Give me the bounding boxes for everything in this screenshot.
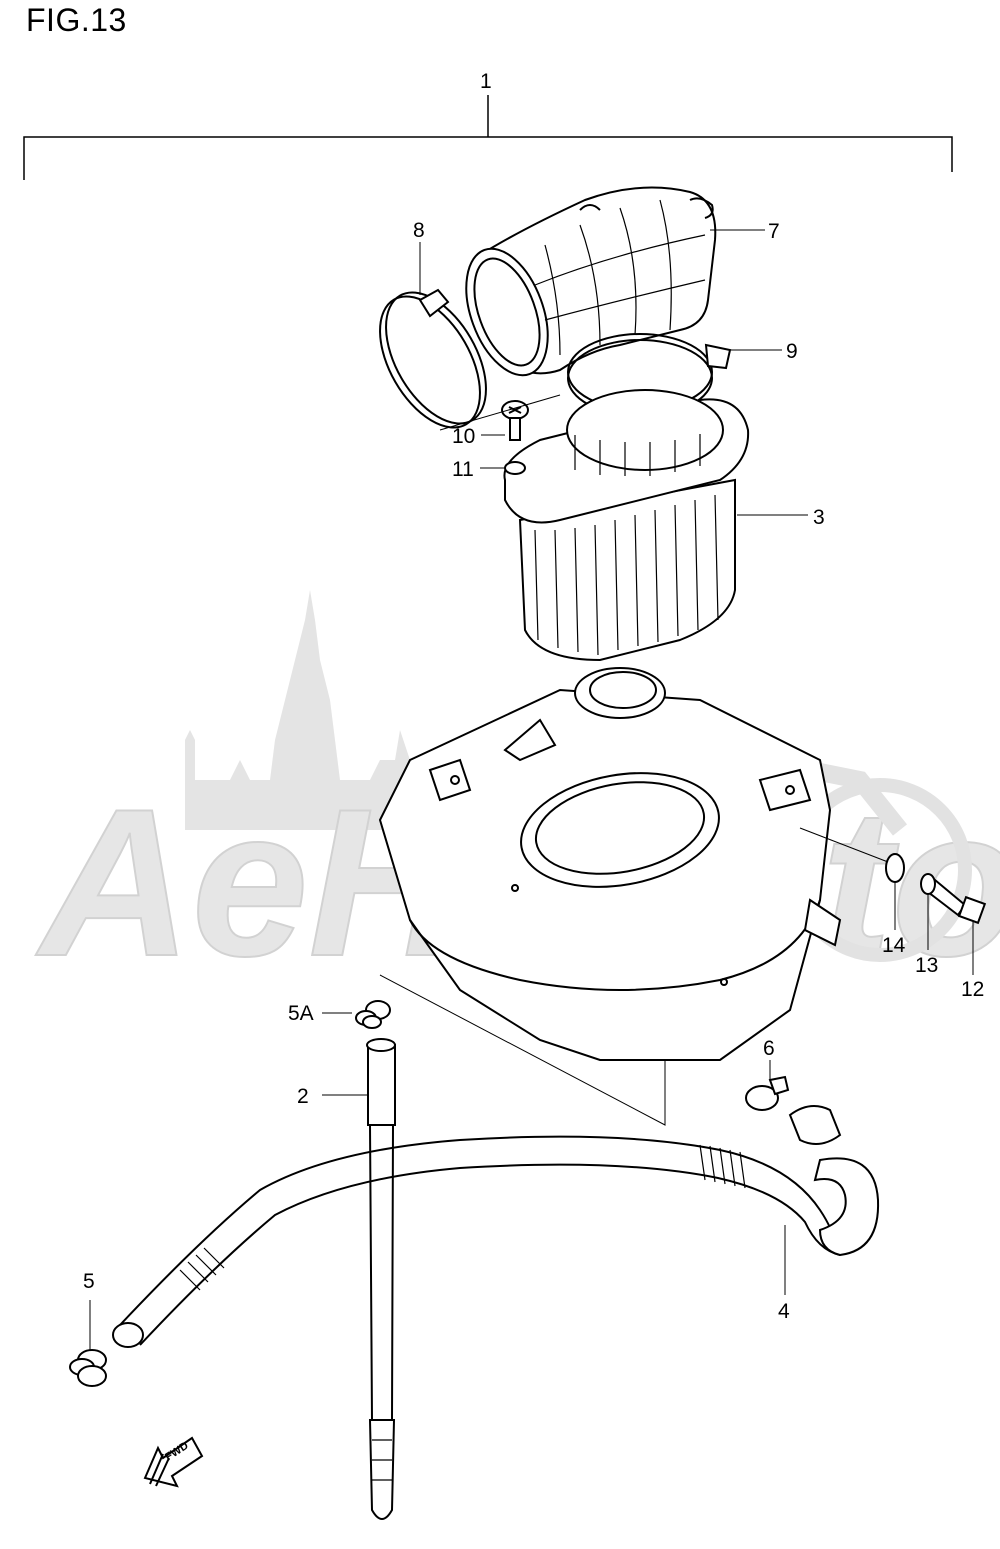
callout-5: 5: [83, 1270, 95, 1293]
air-cleaner-case: [378, 667, 842, 1061]
washer-small: [920, 873, 936, 895]
callout-11: 11: [452, 458, 474, 481]
figure-title: FIG.13: [26, 2, 127, 38]
assembly-bracket: [23, 95, 953, 180]
drain-hose: [112, 1105, 880, 1348]
callout-10: 10: [452, 425, 475, 448]
callout-3: 3: [813, 506, 825, 529]
leader-lines: [89, 229, 974, 1350]
callout-12: 12: [961, 978, 984, 1001]
hose-clip: [745, 1075, 790, 1111]
drain-tube: [366, 1038, 396, 1520]
forward-direction-marker: FWD: [143, 1436, 204, 1488]
drain-plug-5A: [355, 1000, 391, 1029]
washer: [504, 461, 526, 475]
callout-8: 8: [413, 219, 425, 242]
air-filter-element: [503, 389, 750, 662]
callout-14: 14: [882, 934, 906, 957]
washer-large: [885, 853, 905, 883]
callout-13: 13: [915, 954, 938, 977]
callout-5A: 5A: [288, 1002, 314, 1025]
callout-2: 2: [297, 1085, 309, 1108]
intake-boot: [465, 186, 717, 377]
callout-6: 6: [763, 1037, 775, 1060]
callout-9: 9: [786, 340, 798, 363]
callout-7: 7: [768, 220, 780, 243]
callout-labels: 1 2 3 4 5 5A 6 7 8 9 10 11 12 13 14: [83, 70, 984, 1323]
guide-lines: [379, 394, 666, 1126]
callout-1: 1: [480, 70, 492, 93]
drain-plug-5: [69, 1349, 107, 1387]
callout-4: 4: [778, 1300, 790, 1323]
forward-arrow-icon: [143, 1436, 204, 1488]
bolt: [926, 878, 987, 925]
screw: [501, 400, 529, 441]
